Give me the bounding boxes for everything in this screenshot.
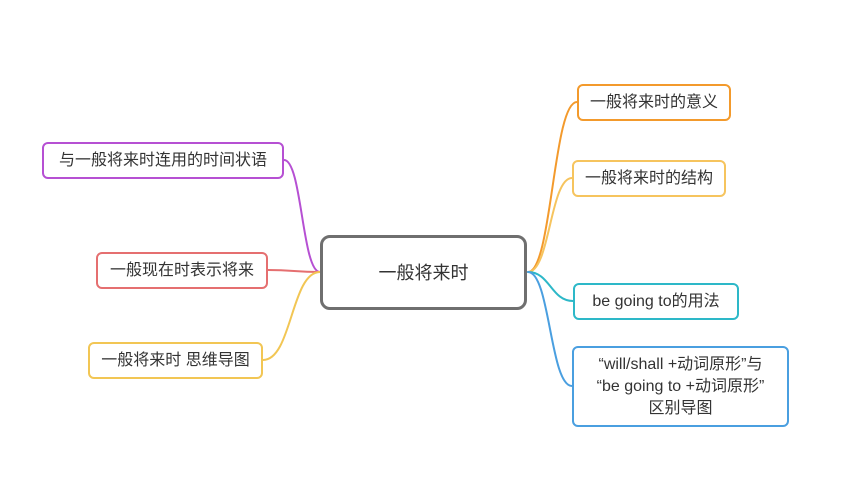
connector-meaning (527, 101, 578, 273)
connector-be-going-to (527, 271, 574, 302)
topic-present-for-future-label: 一般现在时表示将来 (109, 261, 254, 279)
connector-present-for-future (267, 269, 321, 273)
topic-time-adverbials-label: 与一般将来时连用的时间状语 (58, 151, 267, 169)
central-topic-label: 一般将来时 (378, 262, 469, 283)
topic-time-adverbials: 与一般将来时连用的时间状语 (42, 142, 284, 179)
topic-line: 区别导图 (648, 399, 713, 417)
topic-structure-label: 一般将来时的结构 (584, 169, 713, 187)
connector-will-vs-be-going-to (527, 271, 573, 387)
topic-present-for-future: 一般现在时表示将来 (96, 252, 268, 289)
topic-line: “will/shall +动词原形”与 (598, 355, 763, 373)
topic-structure: 一般将来时的结构 (572, 160, 726, 197)
topic-mindmap-title: 一般将来时 思维导图 (88, 342, 263, 379)
topic-be-going-to-label: be going to的用法 (592, 292, 720, 310)
topic-line: “be going to +动词原形” (596, 377, 765, 395)
topic-meaning-label: 一般将来时的意义 (589, 93, 718, 111)
central-topic: 一般将来时 (320, 235, 527, 310)
topic-mindmap-title-label: 一般将来时 思维导图 (101, 351, 250, 369)
topic-be-going-to: be going to的用法 (573, 283, 739, 320)
topic-will-vs-be-going-to: “will/shall +动词原形”与 “be going to +动词原形” … (572, 346, 789, 427)
connector-structure (527, 177, 573, 273)
topic-meaning: 一般将来时的意义 (577, 84, 731, 121)
connector-mindmap-title (262, 271, 321, 361)
connector-time-adverbials (283, 159, 321, 273)
